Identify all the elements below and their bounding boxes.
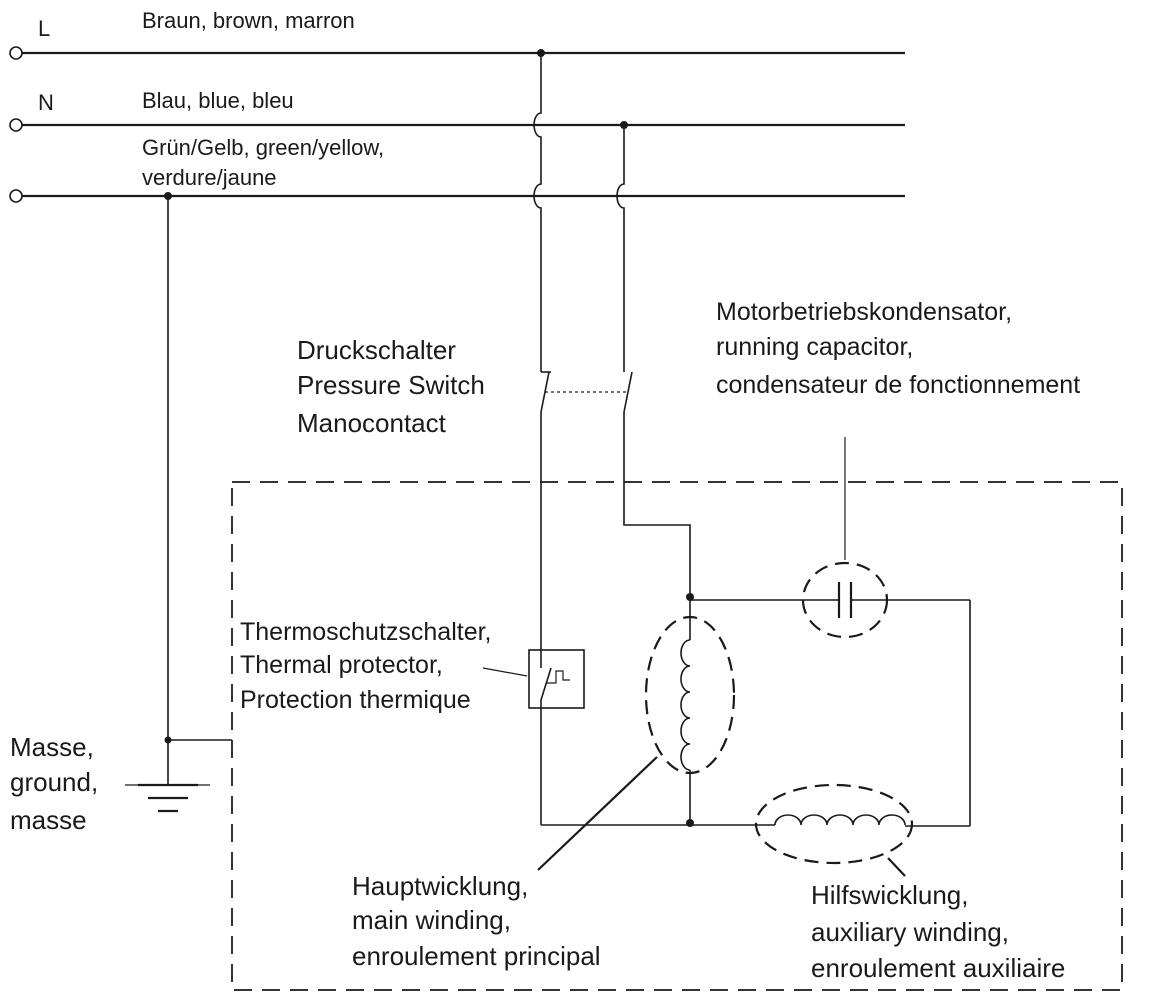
capacitor-label-2: running capacitor, [716, 333, 913, 361]
ground-label-2: ground, [10, 767, 98, 797]
auxiliary-winding-coil [774, 814, 906, 826]
pressure-switch-label-2: Pressure Switch [297, 370, 485, 400]
wire-l-drop [533, 53, 542, 372]
pressure-switch-label-3: Manocontact [297, 408, 447, 438]
thermal-protector-symbol [540, 650, 570, 708]
auxiliary-winding-label-1: Hilfswicklung, [811, 880, 969, 910]
pressure-switch-label-1: Druckschalter [297, 335, 456, 365]
ground-label-3: masse [10, 805, 87, 835]
auxiliary-winding-highlight [754, 783, 914, 865]
junction-l [537, 49, 545, 57]
wire-pe-label-2: verdure/jaune [142, 165, 277, 190]
terminal-l-label: L [38, 16, 50, 41]
junction-n [620, 121, 628, 129]
wire-n-label: Blau, blue, bleu [142, 88, 294, 113]
main-winding-highlight [644, 615, 736, 775]
thermal-protector-label-3: Protection thermique [240, 686, 471, 714]
auxiliary-winding-label-3: enroulement auxiliaire [811, 953, 1065, 983]
pressure-switch [540, 371, 633, 413]
capacitor-highlight [801, 561, 889, 639]
wire-n-motor [623, 412, 691, 597]
ground-label-1: Masse, [10, 732, 94, 762]
terminal-n-label: N [38, 90, 54, 115]
auxiliary-winding-leader [887, 857, 906, 877]
capacitor-symbol [837, 582, 853, 618]
ground-symbol [138, 783, 198, 813]
capacitor-label-3: condensateur de fonctionnement [716, 371, 1080, 399]
main-winding-label-2: main winding, [352, 905, 511, 935]
terminal-pe [9, 189, 23, 203]
thermal-protector-label-1: Thermoschutzschalter, [240, 618, 492, 646]
main-winding-label-3: enroulement principal [352, 941, 601, 971]
thermal-protector-leader [482, 667, 528, 677]
junction-main-bottom [686, 819, 694, 827]
wire-n-drop [616, 125, 625, 372]
terminal-l [9, 46, 23, 60]
main-winding-label-1: Hauptwicklung, [352, 871, 528, 901]
capacitor-label-1: Motorbetriebskondensator, [716, 298, 1012, 326]
wire-l-label: Braun, brown, marron [142, 8, 355, 33]
terminal-n [9, 118, 23, 132]
junction-pe [164, 192, 172, 200]
main-winding-leader [537, 756, 658, 871]
thermal-protector-label-2: Thermal protector, [240, 651, 443, 679]
wire-pe-label-1: Grün/Gelb, green/yellow, [142, 135, 384, 160]
auxiliary-winding-label-2: auxiliary winding, [811, 917, 1009, 947]
main-winding-coil [680, 639, 691, 771]
